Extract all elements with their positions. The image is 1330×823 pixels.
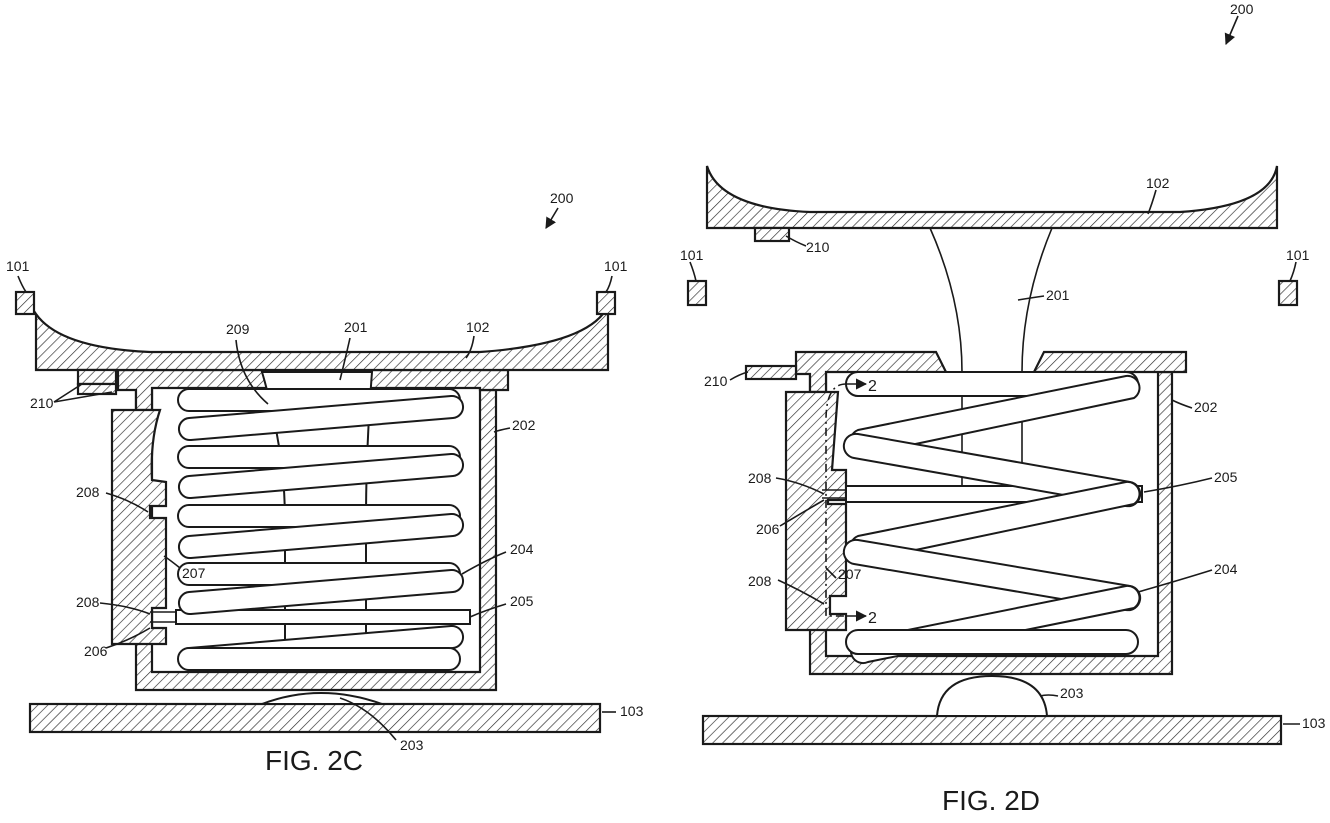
label-assembly: 200: [1230, 1, 1254, 17]
label-detent-lower: 208: [76, 594, 100, 610]
label-spring-top: 209: [226, 321, 250, 337]
label-keycap: 102: [1146, 175, 1170, 191]
label-detent-lower: 208: [748, 573, 772, 589]
label-housing: 202: [512, 417, 536, 433]
key-block-left: [14, 290, 36, 316]
key-block-left: [686, 279, 708, 307]
spring: [842, 371, 1142, 665]
label-plunger: 201: [1046, 287, 1070, 303]
label-detent-upper: 208: [76, 484, 100, 500]
figure-caption: FIG. 2C: [265, 745, 363, 776]
label-plunger: 201: [344, 319, 368, 335]
housing-top: [116, 368, 510, 412]
label-magnet: 210: [30, 395, 54, 411]
latch: [110, 408, 168, 646]
label-magnet-side: 210: [704, 373, 728, 389]
magnet-top: [753, 226, 791, 243]
housing-top-right: [1032, 350, 1188, 374]
label-key-left: 101: [6, 258, 30, 274]
key-block-right: [595, 290, 617, 316]
plunger-left: [929, 227, 963, 500]
key-block-right: [1277, 279, 1299, 307]
label-key-right: 101: [1286, 247, 1310, 263]
label-magnet-top: 210: [806, 239, 830, 255]
base-plate: [701, 714, 1283, 746]
keycap: [34, 305, 610, 372]
figure-caption: FIG. 2D: [942, 785, 1040, 816]
section-line: [825, 383, 847, 617]
label-detent-upper: 208: [748, 470, 772, 486]
label-latch: 207: [838, 566, 862, 582]
label-spring: 204: [1214, 561, 1238, 577]
base-plate: [28, 702, 602, 734]
dome: [935, 674, 1049, 717]
magnet: [76, 368, 118, 386]
label-assembly: 200: [550, 190, 574, 206]
figure-2d: 200 102 210 101 101 201 210 2 202 208 20…: [680, 1, 1326, 816]
label-pin: 206: [756, 521, 780, 537]
label-plate: 205: [1214, 469, 1238, 485]
label-keycap: 102: [466, 319, 490, 335]
pin: [150, 611, 176, 623]
label-base: 103: [1302, 715, 1326, 731]
keycap: [705, 165, 1279, 230]
label-key-left: 101: [680, 247, 704, 263]
spring: [177, 388, 465, 672]
label-section-bottom: 2: [868, 610, 877, 627]
label-dome: 203: [400, 737, 424, 753]
label-dome: 203: [1060, 685, 1084, 701]
plunger-right: [1021, 227, 1053, 500]
label-housing: 202: [1194, 399, 1218, 415]
label-key-right: 101: [604, 258, 628, 274]
figure-2c: 200 101 101 209 201 102 202 210 208 207 …: [6, 190, 644, 776]
label-plate: 205: [510, 593, 534, 609]
pin: [822, 489, 846, 499]
latch: [784, 390, 848, 632]
dome: [261, 692, 383, 705]
label-pin: 206: [84, 643, 108, 659]
label-spring: 204: [510, 541, 534, 557]
magnet-side: [744, 364, 798, 381]
label-base: 103: [620, 703, 644, 719]
label-latch: 207: [182, 565, 206, 581]
label-section-top: 2: [868, 378, 877, 395]
